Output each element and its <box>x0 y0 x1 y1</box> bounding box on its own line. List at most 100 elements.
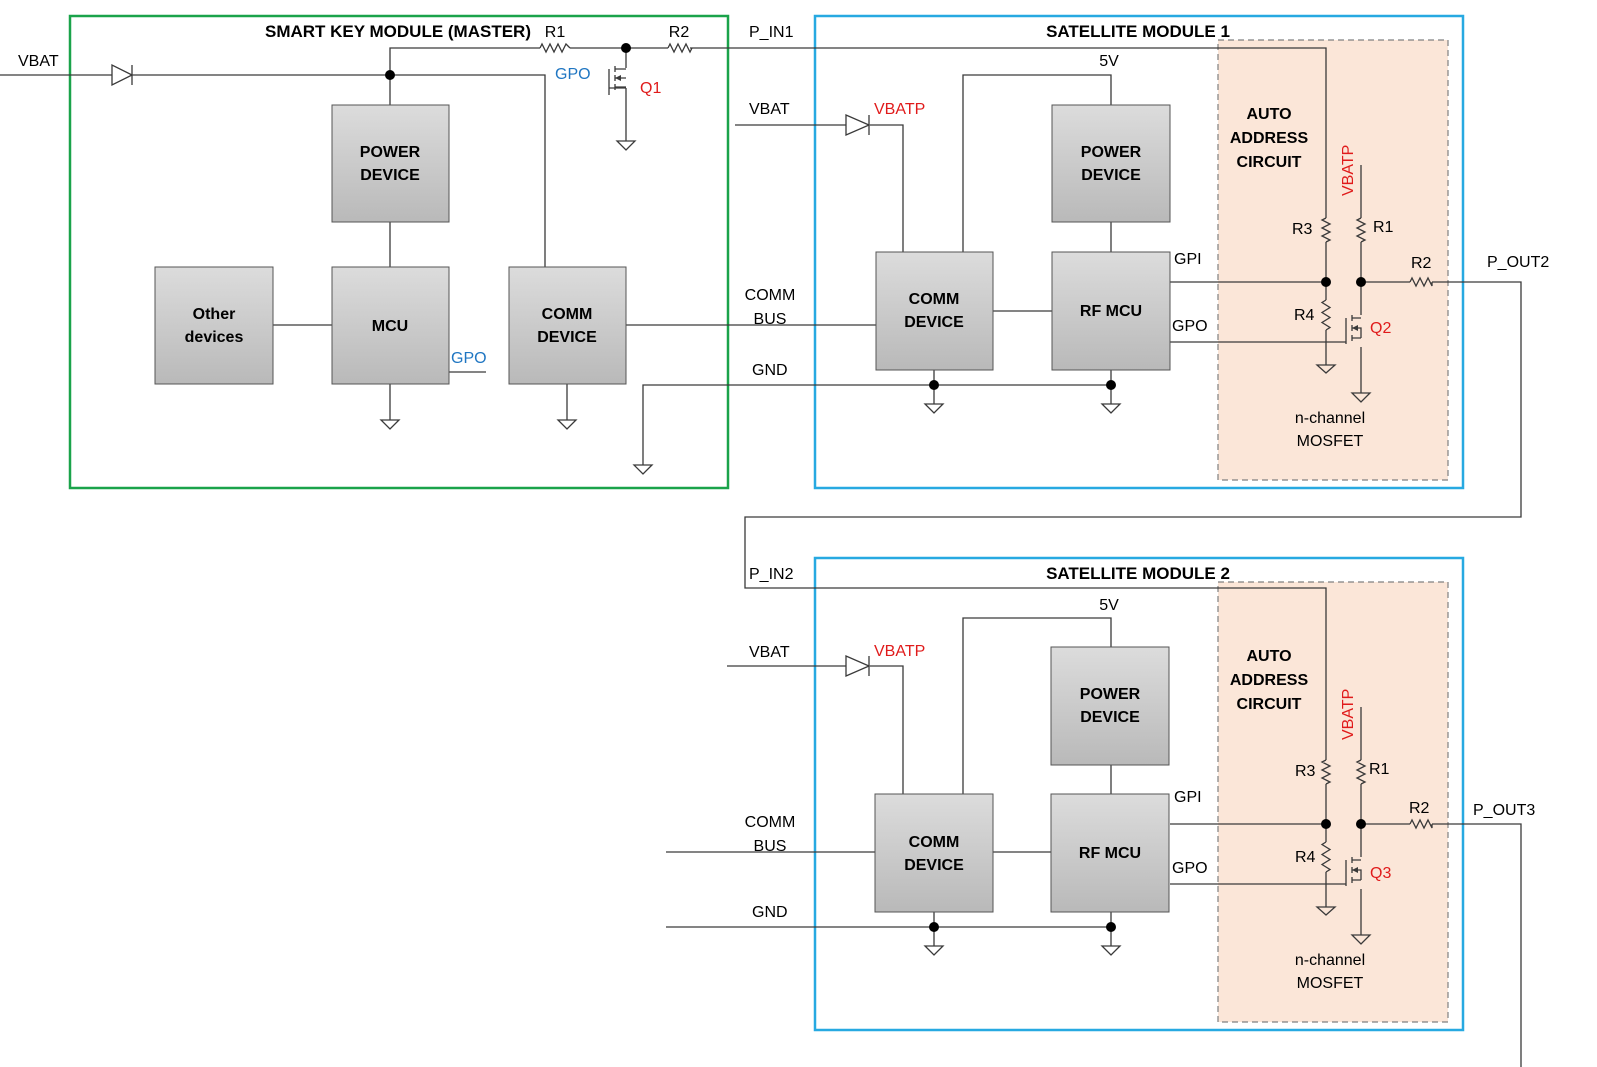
s1-r2-label: R2 <box>1411 255 1432 272</box>
s2-r3-label: R3 <box>1295 763 1316 780</box>
s2-r2-label: R2 <box>1409 800 1430 817</box>
s1-auto-label-1: AUTO <box>1246 106 1291 123</box>
bus-gnd-label: GND <box>752 362 788 379</box>
s2-comm-bus-label-2: BUS <box>754 838 787 855</box>
s2-r1-label: R1 <box>1369 761 1390 778</box>
s2-auto-label-1: AUTO <box>1246 648 1291 665</box>
s2-gpo-label: GPO <box>1172 860 1208 877</box>
resistor-s1-r3-icon <box>1320 217 1332 243</box>
master-power-label-1: POWER <box>360 144 421 161</box>
s1-power-label-1: POWER <box>1081 144 1142 161</box>
mosfet-q1-icon <box>608 66 626 95</box>
s2-title: SATELLITE MODULE 2 <box>1046 564 1230 583</box>
resistor-s1-r1-icon <box>1355 217 1367 243</box>
s2-q3-label: Q3 <box>1370 865 1391 882</box>
master-other-label-2: devices <box>185 329 244 346</box>
s1-r3-label: R3 <box>1292 221 1313 238</box>
s1-r1-label: R1 <box>1373 219 1394 236</box>
bus-comm-label-2: BUS <box>754 311 787 328</box>
s2-r4-label: R4 <box>1295 849 1316 866</box>
master-r2-label: R2 <box>669 24 690 41</box>
s1-mosfet-label-1: n-channel <box>1295 410 1365 427</box>
resistor-s2-r3-icon <box>1320 759 1332 785</box>
bus-p-in2-label: P_IN2 <box>749 566 794 583</box>
master-power-label-2: DEVICE <box>360 167 420 184</box>
bus-p-in1-label: P_IN1 <box>749 24 794 41</box>
s1-gpi-label: GPI <box>1174 251 1202 268</box>
s1-comm-label-2: DEVICE <box>904 314 964 331</box>
diode-satellite2-vbatp-icon <box>845 655 871 677</box>
master-comm-device-block <box>508 266 627 385</box>
s2-mosfet-label-1: n-channel <box>1295 952 1365 969</box>
s1-auto-label-3: CIRCUIT <box>1237 154 1302 171</box>
s2-p-out3-label: P_OUT3 <box>1473 802 1535 819</box>
s2-vbatp-label: VBATP <box>874 643 925 660</box>
s2-comm-device-block <box>874 793 994 913</box>
s1-auto-label-2: ADDRESS <box>1230 130 1309 147</box>
s2-comm-bus-label-1: COMM <box>745 814 796 831</box>
master-other-devices-block <box>154 266 274 385</box>
resistor-master-r2-icon <box>667 42 693 54</box>
master-gpo-q1-label: GPO <box>555 66 591 83</box>
s1-vbatp-rail-label: VBATP <box>1340 145 1357 196</box>
s1-q2-label: Q2 <box>1370 320 1391 337</box>
s1-5v-label: 5V <box>1099 53 1119 70</box>
satellite2-auto-address-area <box>1217 581 1449 1023</box>
master-module-frame <box>68 14 730 490</box>
s1-rfmcu-label: RF MCU <box>1080 303 1142 320</box>
master-mcu-gpo-label: GPO <box>451 350 487 367</box>
s1-p-out2-label: P_OUT2 <box>1487 254 1549 271</box>
satellite2-module-frame <box>813 556 1465 1032</box>
s2-vbat-label: VBAT <box>749 644 790 661</box>
s1-comm-device-block <box>875 251 994 371</box>
resistor-s1-r2-icon <box>1409 276 1433 288</box>
mosfet-q3-icon <box>1345 857 1362 886</box>
s2-auto-label-2: ADDRESS <box>1230 672 1309 689</box>
resistor-s2-r4-icon <box>1320 841 1332 873</box>
diode-satellite1-vbatp-icon <box>845 114 871 136</box>
s2-gnd-label: GND <box>752 904 788 921</box>
s2-power-device-block <box>1050 646 1170 766</box>
s2-comm-label-2: DEVICE <box>904 857 964 874</box>
master-other-label-1: Other <box>193 306 236 323</box>
resistor-s2-r1-icon <box>1355 759 1367 785</box>
resistor-s1-r4-icon <box>1320 299 1332 331</box>
s1-power-label-2: DEVICE <box>1081 167 1141 184</box>
master-q1-label: Q1 <box>640 80 661 97</box>
resistor-master-r1-icon <box>539 42 571 54</box>
master-r1-label: R1 <box>545 24 566 41</box>
resistor-s2-r2-icon <box>1409 818 1433 830</box>
s2-power-label-1: POWER <box>1080 686 1141 703</box>
s1-rf-mcu-block <box>1051 251 1171 371</box>
s2-gpi-label: GPI <box>1174 789 1202 806</box>
s2-power-label-2: DEVICE <box>1080 709 1140 726</box>
s2-rfmcu-label: RF MCU <box>1079 845 1141 862</box>
master-title: SMART KEY MODULE (MASTER) <box>265 22 531 41</box>
master-comm-label-2: DEVICE <box>537 329 597 346</box>
master-power-device-block <box>331 104 450 223</box>
s2-5v-label: 5V <box>1099 597 1119 614</box>
s1-vbatp-label: VBATP <box>874 101 925 118</box>
junction-dots <box>385 43 1366 932</box>
s2-mosfet-label-2: MOSFET <box>1297 975 1364 992</box>
s2-comm-label-1: COMM <box>909 834 960 851</box>
master-mcu-block <box>331 266 450 385</box>
s2-vbatp-rail-label: VBATP <box>1340 689 1357 740</box>
satellite1-module-frame <box>813 14 1465 490</box>
bus-comm-label-1: COMM <box>745 287 796 304</box>
bus-vbat-label: VBAT <box>749 101 790 118</box>
